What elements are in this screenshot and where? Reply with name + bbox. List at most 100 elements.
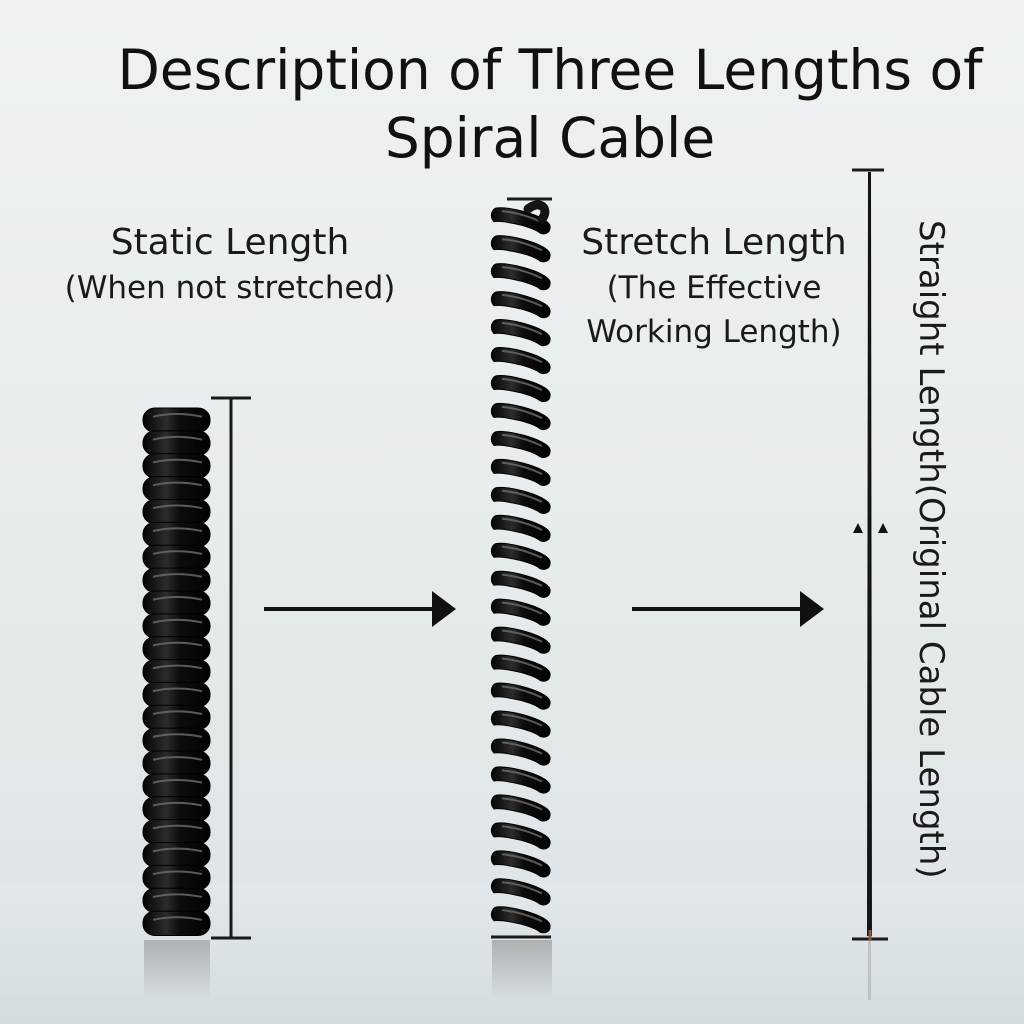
static-length-bracket xyxy=(211,396,251,940)
coil-loop xyxy=(142,910,211,936)
coil-loop xyxy=(142,750,211,776)
coil-highlight xyxy=(152,801,203,807)
spiral-top-end xyxy=(523,200,550,224)
coil-highlight xyxy=(152,618,203,624)
spiral-turn xyxy=(490,458,551,487)
coil-loop xyxy=(142,453,211,479)
coil-loop xyxy=(142,727,211,754)
straight-length-label: Straight Length(Original Cable Length) xyxy=(911,220,951,879)
spiral-turn xyxy=(490,682,551,710)
spiral-turn xyxy=(490,263,551,291)
spiral-turn xyxy=(490,486,551,514)
coil-highlight xyxy=(152,458,203,464)
spiral-turn xyxy=(490,766,551,794)
static-cable-reflection xyxy=(144,940,210,1000)
straight-cable xyxy=(852,168,888,1000)
spiral-turn xyxy=(490,319,551,347)
stretch-length-ticks xyxy=(491,197,552,939)
coil-loop xyxy=(142,407,211,433)
spiral-turn xyxy=(490,402,551,431)
coil-loop xyxy=(142,521,211,548)
coil-loop xyxy=(142,842,211,868)
spiral-turn xyxy=(490,654,551,682)
coil-loop xyxy=(142,864,211,891)
spiral-turn xyxy=(490,850,551,878)
spiral-turn xyxy=(490,906,551,934)
spiral-turn xyxy=(490,514,551,542)
spiral-highlight xyxy=(501,685,543,699)
arrow-up-icon xyxy=(853,523,888,533)
spiral-highlight xyxy=(501,294,543,308)
coil-highlight xyxy=(152,435,203,441)
coil-highlight xyxy=(152,733,203,738)
spiral-turn xyxy=(490,878,551,906)
spiral-turn xyxy=(490,822,551,850)
arrow-right-icon xyxy=(264,591,456,627)
spiral-turn xyxy=(490,207,551,235)
spiral-turn xyxy=(490,738,551,766)
spiral-highlight xyxy=(501,825,543,839)
spiral-highlight xyxy=(501,769,543,783)
spiral-highlight xyxy=(501,461,543,475)
stretched-cable-reflection xyxy=(492,940,552,1000)
coil-highlight xyxy=(152,710,203,715)
arrow-right-icon xyxy=(632,591,824,627)
spiral-highlight xyxy=(501,853,543,867)
spiral-turn xyxy=(490,570,551,598)
coil-loop xyxy=(142,887,211,914)
coil-highlight xyxy=(152,413,203,418)
static-coiled-cable xyxy=(142,407,211,936)
spiral-highlight xyxy=(501,629,543,643)
spiral-turn xyxy=(490,375,551,403)
coil-highlight xyxy=(152,573,203,578)
coil-loop xyxy=(142,430,211,456)
stretch-length-subtitle-line2: Working Length) xyxy=(586,314,842,350)
coil-highlight xyxy=(152,664,203,670)
spiral-highlight xyxy=(501,322,543,336)
spiral-highlight xyxy=(501,266,543,280)
static-length-title: Static Length xyxy=(110,222,350,263)
coil-loop xyxy=(142,659,211,685)
coil-loop xyxy=(142,567,211,593)
coil-highlight xyxy=(152,847,203,853)
coil-loop xyxy=(142,590,211,616)
coil-loop xyxy=(142,681,211,708)
coil-highlight xyxy=(152,778,203,784)
spiral-turn xyxy=(490,430,551,459)
spiral-turn xyxy=(490,347,551,375)
spiral-turn xyxy=(490,235,551,263)
coil-highlight xyxy=(152,824,203,830)
coil-loop xyxy=(142,819,211,845)
spiral-turn xyxy=(490,598,551,626)
spiral-turn xyxy=(490,794,551,822)
stretch-length-title: Stretch Length xyxy=(581,222,847,263)
coil-highlight xyxy=(152,527,203,533)
spiral-highlight xyxy=(501,433,543,447)
stretch-length-label: Stretch Length (The Effective Working Le… xyxy=(556,220,872,354)
spiral-highlight xyxy=(501,797,543,811)
coil-highlight xyxy=(152,756,203,761)
coil-highlight xyxy=(152,641,203,647)
spiral-highlight xyxy=(501,238,543,252)
spiral-highlight xyxy=(501,573,543,587)
stretched-spiral-cable xyxy=(490,200,551,934)
spiral-highlight xyxy=(501,405,543,419)
coil-loop xyxy=(142,544,211,571)
coil-highlight xyxy=(152,504,203,510)
stretch-length-subtitle-line1: (The Effective xyxy=(606,270,822,306)
spiral-highlight xyxy=(501,713,543,727)
coil-loop xyxy=(142,773,211,799)
spiral-turn xyxy=(490,626,551,654)
static-length-label: Static Length (When not stretched) xyxy=(30,220,430,310)
spiral-highlight xyxy=(501,741,543,755)
spiral-turn xyxy=(490,542,551,570)
coil-highlight xyxy=(152,870,203,876)
coil-highlight xyxy=(152,550,203,555)
coil-highlight xyxy=(152,916,203,921)
coil-loop xyxy=(142,476,211,502)
spiral-highlight xyxy=(501,909,543,923)
coil-highlight xyxy=(152,596,203,601)
spiral-highlight xyxy=(501,489,543,503)
coil-loop xyxy=(142,498,211,525)
